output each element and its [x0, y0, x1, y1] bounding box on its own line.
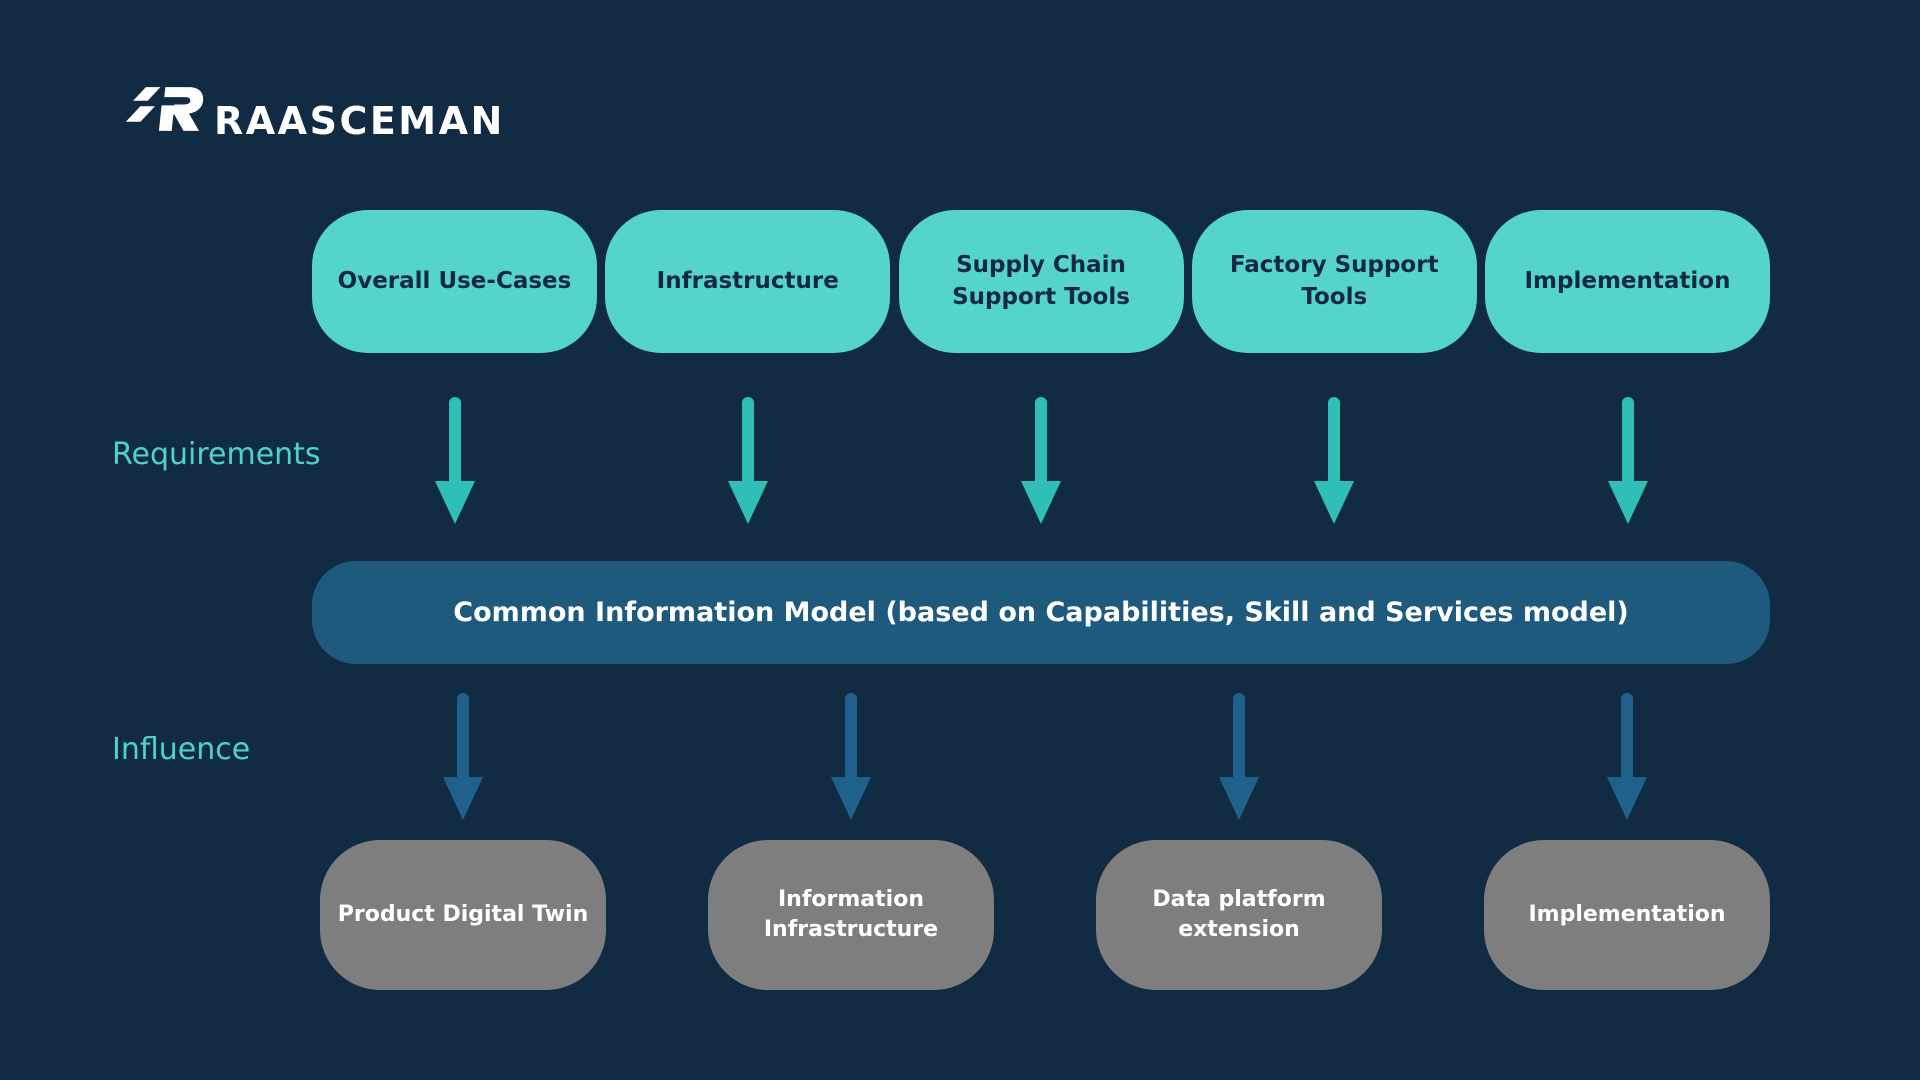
pill-label: Infrastructure [656, 267, 839, 294]
arrow-cell [899, 397, 1184, 524]
raasceman-r-icon [124, 76, 206, 142]
pill-label: Implementation [1528, 902, 1726, 928]
requirements-row: Overall Use-Cases Infrastructure Supply … [312, 210, 1770, 353]
down-arrow-icon [831, 693, 871, 820]
requirements-label: Requirements [112, 437, 321, 472]
arrow-cell [708, 693, 994, 820]
down-arrow-icon [1219, 693, 1259, 820]
down-arrow-icon [1314, 397, 1355, 524]
down-arrow-icon [1607, 693, 1647, 820]
pill-product-digital-twin: Product Digital Twin [320, 840, 606, 990]
influence-label: Influence [112, 732, 251, 767]
arrow-cell [312, 397, 597, 524]
arrow-cell [1484, 693, 1770, 820]
pill-label: Product Digital Twin [337, 902, 589, 928]
arrow-cell [1485, 397, 1770, 524]
common-information-model-bar: Common Information Model (based on Capab… [312, 561, 1770, 664]
pill-infrastructure: Infrastructure [605, 210, 891, 353]
influence-arrows [320, 693, 1770, 820]
pill-information-infrastructure: Information Infrastructure [708, 840, 994, 990]
arrow-cell [605, 397, 890, 524]
arrow-cell [1192, 397, 1477, 524]
pill-label: Data platform extension [1152, 887, 1326, 942]
center-bar-label: Common Information Model (based on Capab… [453, 597, 1629, 628]
pill-data-platform-extension: Data platform extension [1096, 840, 1382, 990]
pill-label: Implementation [1524, 267, 1731, 294]
down-arrow-icon [434, 397, 475, 524]
pill-label: Information Infrastructure [763, 887, 939, 942]
arrow-cell [1096, 693, 1382, 820]
pill-supply-chain-support-tools: Supply Chain Support Tools [898, 210, 1184, 353]
influence-row: Product Digital Twin Information Infrast… [320, 840, 1770, 990]
down-arrow-icon [443, 693, 483, 820]
pill-label: Factory Support Tools [1229, 252, 1439, 310]
requirements-arrows [312, 397, 1770, 524]
pill-label: Supply Chain Support Tools [952, 252, 1130, 310]
brand-logo: RAASCEMAN [124, 76, 505, 142]
pill-label: Overall Use-Cases [337, 267, 572, 294]
down-arrow-icon [1607, 397, 1648, 524]
pill-implementation-top: Implementation [1485, 210, 1770, 353]
down-arrow-icon [727, 397, 768, 524]
brand-logo-text: RAASCEMAN [214, 99, 505, 143]
pill-factory-support-tools: Factory Support Tools [1191, 210, 1477, 353]
arrow-cell [320, 693, 606, 820]
pill-implementation-bottom: Implementation [1484, 840, 1770, 990]
down-arrow-icon [1021, 397, 1061, 524]
pill-overall-use-cases: Overall Use-Cases [312, 210, 597, 353]
